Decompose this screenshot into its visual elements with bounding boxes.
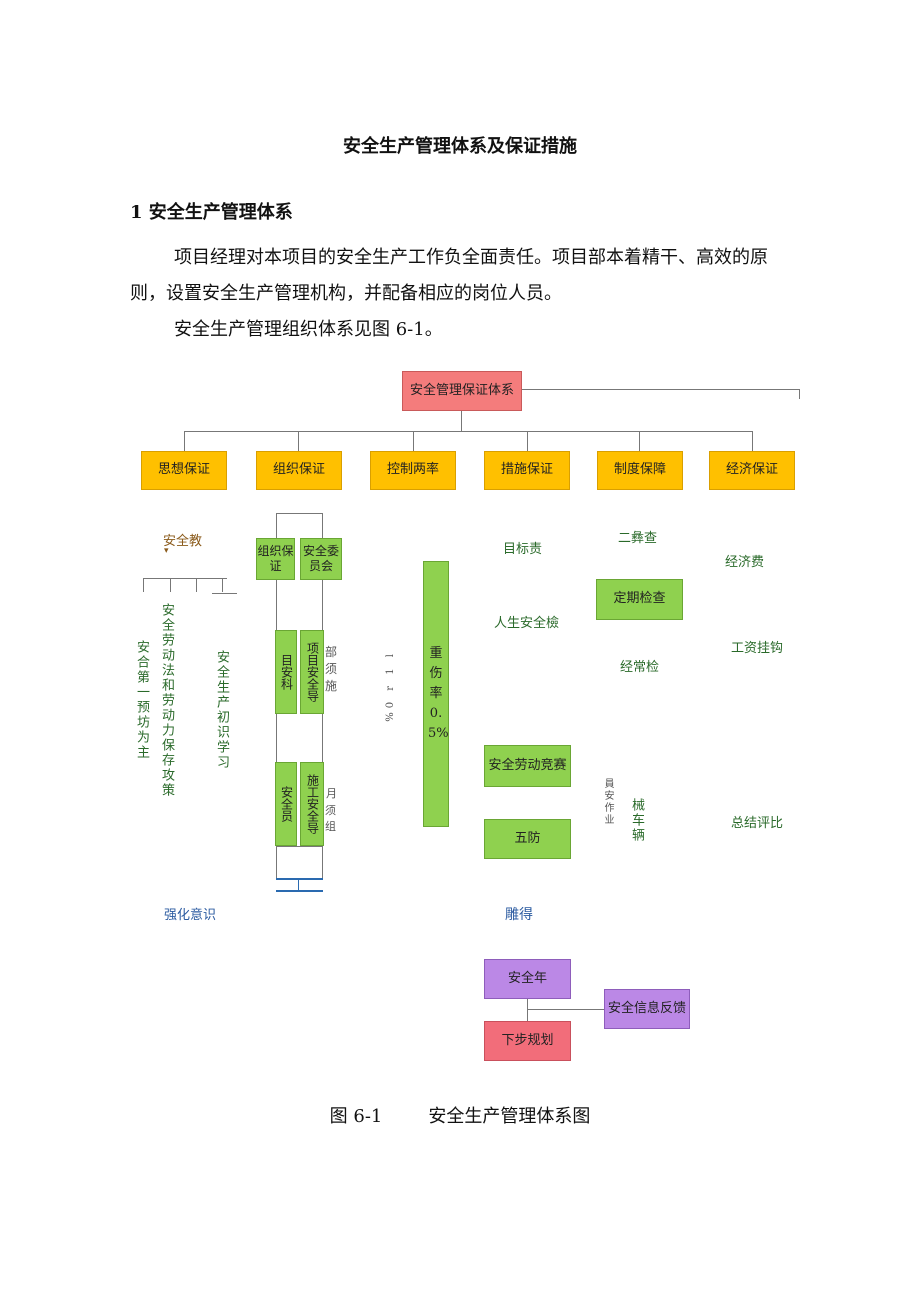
connector-line (143, 578, 227, 579)
section-heading: 1 安全生产管理体系 (130, 202, 293, 223)
connector-line (276, 513, 323, 514)
col2-fragment-1: 部 (325, 645, 338, 659)
connector-line (522, 389, 800, 390)
col5-box: 定期检查 (596, 579, 683, 620)
col4-box-1: 安全劳动竞赛 (484, 745, 571, 787)
col6-label-2: 工资挂钩 (731, 641, 784, 656)
col2-box-4: 项目安全导 (300, 630, 324, 714)
connector-line (276, 846, 323, 847)
connector-line (276, 878, 323, 880)
connector-line (196, 578, 197, 592)
connector-line (170, 578, 171, 592)
connector-line (298, 878, 299, 890)
connector-line (527, 431, 528, 451)
branch-box-2: 组织保证 (256, 451, 342, 490)
col4-label-1: 目标责 (503, 542, 543, 557)
col6-label-3: 总结评比 (731, 816, 784, 831)
branch-box-4: 措施保证 (484, 451, 570, 490)
connector-line (639, 431, 640, 451)
col1-item-2: 安全劳动法和劳动力保存攻策 (159, 603, 174, 798)
col1-arrow: ▾ (164, 546, 169, 556)
connector-line (222, 578, 223, 592)
col2-fragment-2: 须 (325, 662, 338, 676)
col3-box-label: 重伤率0.5% (428, 646, 449, 741)
col4-bottom-label: 雕得 (505, 907, 533, 923)
bottom-box-3: 下步规划 (484, 1021, 571, 1061)
col1-item-1: 安合第一预坊为主 (134, 640, 149, 760)
col5-label-1: 二彝查 (618, 531, 658, 546)
connector-line (184, 431, 753, 432)
col2-fragment-6: 组 (325, 820, 336, 833)
document-title: 安全生产管理体系及保证措施 (343, 136, 577, 157)
col2-fragment-5: 须 (325, 804, 336, 817)
col2-box-3: 目安科 (275, 630, 297, 714)
figure-caption: 图 6-1 安全生产管理体系图 (0, 1102, 920, 1128)
caption-text: 安全生产管理体系图 (428, 1106, 591, 1127)
connector-line (143, 578, 144, 592)
col4-box-2: 五防 (484, 819, 571, 859)
caption-number: 图 6-1 (329, 1106, 383, 1127)
connector-line (527, 999, 528, 1021)
branch-box-6: 经济保证 (709, 451, 795, 490)
col3-fragment: %0 r 1 l (385, 650, 396, 722)
col1-top-label: 安全教 (163, 534, 203, 549)
col6-label-1: 经济费 (725, 555, 765, 570)
col1-item-3: 安全生产初识学习 (214, 650, 229, 770)
col2-box-5: 安全员 (275, 762, 297, 846)
connector-line (212, 593, 237, 594)
bottom-box-2: 安全信息反馈 (604, 989, 690, 1029)
connector-line (184, 431, 185, 451)
col2-box-2: 安全委员会 (300, 538, 342, 580)
paragraph-2: 安全生产管理组织体系见图 6-1。 (174, 319, 443, 340)
branch-box-1: 思想保证 (141, 451, 227, 490)
paragraph-1: 项目经理对本项目的安全生产工作负全面责任。项目部本着精干、高效的原则，设置安全生… (130, 247, 768, 304)
bottom-box-1: 安全年 (484, 959, 571, 999)
col2-box-6: 施工安全导 (300, 762, 324, 846)
connector-line (527, 1009, 604, 1010)
col2-box-1: 组织保证 (256, 538, 295, 580)
connector-line (752, 431, 753, 451)
col2-fragment-4: 月 (326, 787, 337, 800)
col3-box: 重伤率0.5% (423, 561, 449, 827)
col5-fragment-1: 械车辆 (629, 798, 644, 843)
connector-line (276, 890, 323, 892)
connector-line (413, 431, 414, 451)
connector-line (799, 389, 800, 399)
branch-box-5: 制度保障 (597, 451, 683, 490)
connector-line (298, 431, 299, 451)
col4-label-2: 人生安全檢 (494, 616, 560, 631)
col1-bottom-label: 强化意识 (164, 908, 217, 923)
col5-label-2: 经常检 (620, 660, 660, 675)
branch-box-3: 控制两率 (370, 451, 456, 490)
connector-line (461, 411, 462, 431)
col5-fragment-2: 員安作业 (602, 778, 613, 826)
col2-fragment-3: 施 (325, 679, 338, 693)
root-box: 安全管理保证体系 (402, 371, 522, 411)
